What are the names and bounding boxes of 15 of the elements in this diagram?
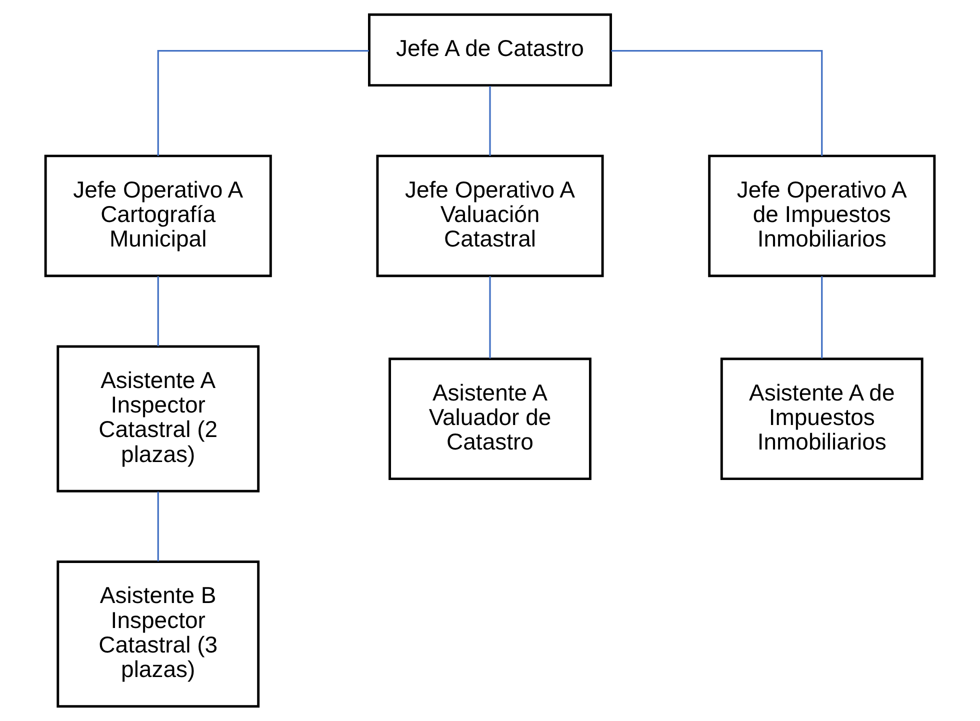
node-box: Jefe Operativo A Cartografía Municipal [44, 154, 272, 278]
node-box: Asistente A de Impuestos Inmobiliarios [720, 358, 924, 480]
connector [489, 276, 491, 358]
connector [489, 86, 491, 156]
node-box: Jefe Operativo A Valuación Catastral [376, 154, 604, 278]
connector [157, 50, 369, 156]
node-box: Jefe A de Catastro [368, 13, 612, 87]
connector [157, 492, 159, 562]
node-box: Jefe Operativo A de Impuestos Inmobiliarios [708, 154, 936, 278]
node-box: Asistente A Inspector Catastral (2 plazas) [56, 345, 260, 492]
node-box: Asistente B Inspector Catastral (3 plazas) [56, 560, 260, 708]
connector [611, 50, 823, 156]
connector [821, 276, 823, 358]
node-box: Asistente A Valuador de Catastro [388, 358, 592, 480]
connector [157, 276, 159, 346]
